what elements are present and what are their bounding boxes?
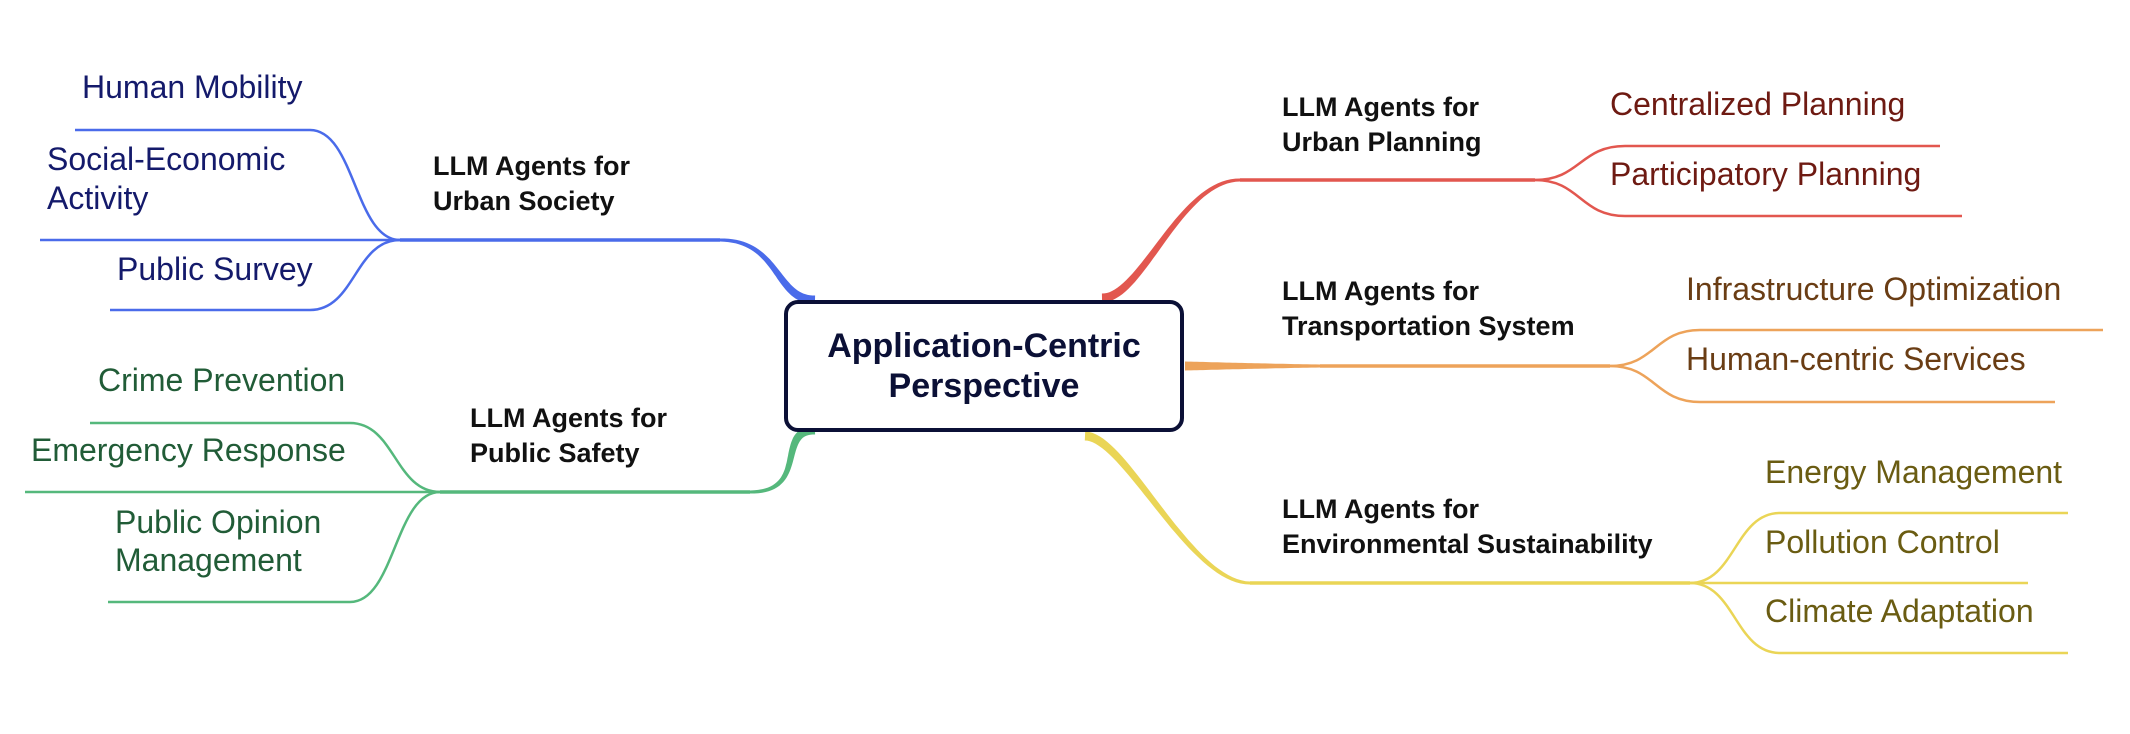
branch-label-line: Urban Planning	[1282, 127, 1482, 157]
leaf-label: Human-centric Services	[1686, 341, 2026, 377]
leaf-label-line: Public Opinion	[115, 504, 321, 540]
branch-connector-environment	[1084, 431, 1250, 585]
leaf-label: Centralized Planning	[1610, 86, 1905, 122]
leaf-connector	[1689, 581, 2068, 655]
leaf-label-line: Centralized Planning	[1610, 86, 1905, 122]
leaf-label-line: Public Survey	[117, 251, 313, 287]
branch-label-line: Environmental Sustainability	[1282, 529, 1653, 559]
leaf-connector	[110, 238, 401, 312]
leaf-label: Crime Prevention	[98, 362, 345, 398]
leaf-label: Climate Adaptation	[1765, 593, 2034, 629]
branch-label-line: LLM Agents for	[1282, 92, 1479, 122]
branch-connector-public-safety	[750, 425, 816, 494]
branch-label-line: LLM Agents for	[1282, 494, 1479, 524]
leaf-label: Energy Management	[1765, 454, 2062, 490]
leaf-connector	[1534, 178, 1962, 218]
leaf-label: Participatory Planning	[1610, 156, 1921, 192]
leaf-label-line: Management	[115, 542, 302, 578]
root-box	[784, 300, 1184, 432]
leaf-connector	[90, 421, 441, 494]
branch-label-line: Transportation System	[1282, 311, 1575, 341]
leaf-label-line: Participatory Planning	[1610, 156, 1921, 192]
leaf-label-line: Human-centric Services	[1686, 341, 2026, 377]
leaf-label-line: Crime Prevention	[98, 362, 345, 398]
leaf-label-line: Social-Economic	[47, 141, 285, 177]
leaf-label-line: Pollution Control	[1765, 524, 2000, 560]
leaf-label-line: Climate Adaptation	[1765, 593, 2034, 629]
branch-label-line: Public Safety	[470, 438, 640, 468]
leaf-connector	[1609, 328, 2103, 368]
branch-connector-transportation	[1185, 361, 1320, 371]
branch-label-line: LLM Agents for	[433, 151, 630, 181]
leaf-label-line: Activity	[47, 180, 148, 216]
leaf-label: Infrastructure Optimization	[1686, 271, 2061, 307]
leaf-connector	[1689, 511, 2068, 585]
branch-label-line: LLM Agents for	[470, 403, 667, 433]
leaf-label-line: Energy Management	[1765, 454, 2062, 490]
leaf-label: Pollution Control	[1765, 524, 2000, 560]
leaf-connector	[75, 128, 401, 242]
leaf-label-line: Human Mobility	[82, 69, 303, 105]
leaf-connector	[108, 490, 441, 604]
branch-label-line: LLM Agents for	[1282, 276, 1479, 306]
root-label-line: Perspective	[889, 367, 1080, 405]
branch-label-line: Urban Society	[433, 186, 615, 216]
leaf-label: Public Survey	[117, 251, 313, 287]
branch-connector-urban-planning	[1101, 178, 1240, 303]
leaf-label: Human Mobility	[82, 69, 303, 105]
root-label-line: Application-Centric	[827, 327, 1141, 365]
leaf-label: Emergency Response	[31, 432, 346, 468]
leaf-connector	[1534, 144, 1940, 182]
leaf-label-line: Infrastructure Optimization	[1686, 271, 2061, 307]
leaf-label-line: Emergency Response	[31, 432, 346, 468]
branch-connector-urban-society	[720, 238, 816, 305]
leaf-connector	[1609, 364, 2055, 404]
